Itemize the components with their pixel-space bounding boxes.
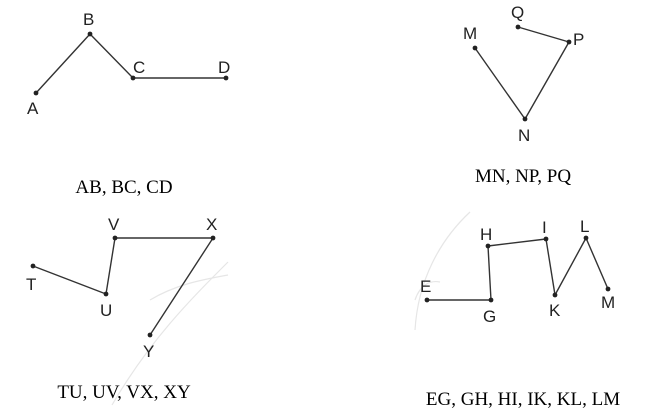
point-g: [488, 297, 494, 303]
label-e: E: [420, 277, 431, 296]
label-y: Y: [143, 342, 154, 361]
point-d: [223, 75, 229, 81]
diagram-abcd: A B C D AB, BC, CD: [27, 10, 230, 198]
polyline-abcd: [35, 33, 227, 94]
label-i: I: [542, 218, 547, 237]
label-x: X: [206, 215, 217, 234]
point-u: [103, 291, 109, 297]
label-k: K: [549, 301, 561, 320]
point-p: [566, 39, 572, 45]
label-g: G: [483, 307, 496, 326]
point-n: [522, 116, 528, 122]
label-c: C: [133, 58, 145, 77]
label-d: D: [218, 58, 230, 77]
point-v: [112, 235, 118, 241]
caption-mnpq: MN, NP, PQ: [475, 166, 571, 187]
diagram-mnpq: M N P Q MN, NP, PQ: [463, 3, 584, 187]
point-e: [424, 297, 430, 303]
point-c: [130, 75, 136, 81]
point-b: [87, 31, 93, 37]
label-p: P: [573, 30, 584, 49]
point-m: [472, 45, 478, 51]
point-a: [33, 90, 39, 96]
point-y: [147, 332, 153, 338]
polyline-tuvxy: [32, 237, 214, 336]
caption-abcd: AB, BC, CD: [75, 177, 172, 198]
point-i: [543, 236, 549, 242]
point-m2: [605, 286, 611, 292]
point-l: [583, 235, 589, 241]
polyline-eghiklm: [426, 237, 609, 301]
label-b: B: [83, 10, 94, 29]
label-n: N: [518, 126, 530, 145]
point-k: [552, 292, 558, 298]
label-l: L: [580, 217, 589, 236]
label-a: A: [27, 99, 39, 118]
label-m: M: [463, 24, 477, 43]
label-t: T: [26, 275, 36, 294]
point-t: [30, 263, 36, 269]
label-u: U: [100, 301, 112, 320]
caption-eghiklm: EG, GH, HI, IK, KL, LM: [426, 389, 620, 410]
diagram-tuvxy: T U V X Y TU, UV, VX, XY: [26, 215, 217, 403]
label-v: V: [108, 215, 120, 234]
label-m-second: M: [601, 293, 615, 312]
point-h: [485, 243, 491, 249]
polyline-mnpq: [474, 26, 570, 120]
point-x: [210, 235, 216, 241]
background-watermark: [111, 211, 471, 406]
point-q: [515, 24, 521, 30]
caption-tuvxy: TU, UV, VX, XY: [57, 382, 191, 403]
label-q: Q: [511, 3, 524, 22]
label-h: H: [480, 225, 492, 244]
diagram-eghiklm: E G H I K L M EG, GH, HI, IK, KL, LM: [420, 217, 620, 410]
